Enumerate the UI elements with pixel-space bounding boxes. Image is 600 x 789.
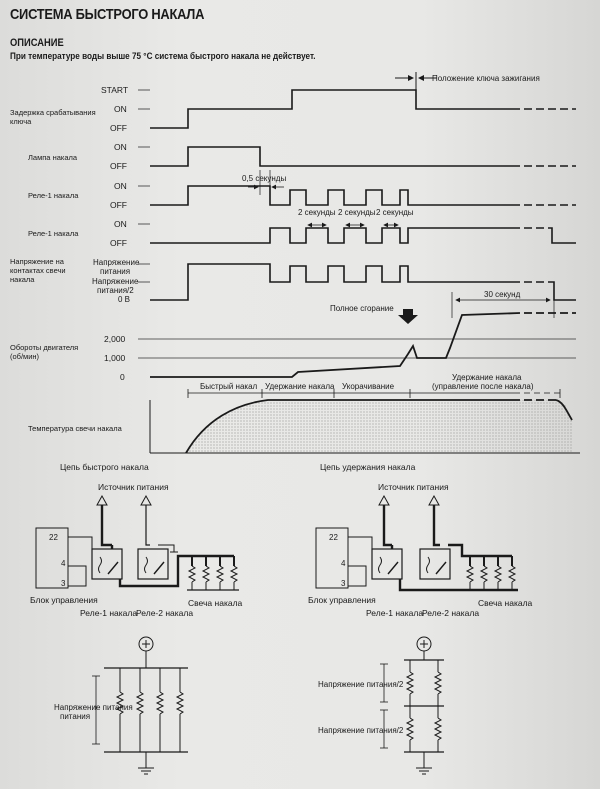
svg-text:Реле-2 накала: Реле-2 накала [422,608,479,618]
svg-text:0: 0 [120,372,125,382]
svg-text:2 секунды: 2 секунды [298,208,336,217]
svg-text:Напряжение питания/2: Напряжение питания/2 [318,726,404,735]
svg-text:Реле-1 накала: Реле-1 накала [28,191,79,200]
level-on: ON [114,104,127,114]
svg-text:Напряжение: Напряжение [93,258,140,267]
row-voltage: Напряжение на контактах свечи накала Нап… [10,257,576,304]
svg-text:22: 22 [49,533,58,542]
svg-text:OFF: OFF [110,238,127,248]
level-start: START [101,85,128,95]
svg-text:ON: ON [114,181,127,191]
svg-text:Напряжение питания/2: Напряжение питания/2 [318,680,404,689]
svg-text:0 В: 0 В [118,295,130,304]
svg-text:4: 4 [341,559,346,568]
ignition-key-label: Положение ключа зажигания [432,74,540,83]
svg-text:питания: питания [100,267,130,276]
description-text: При температуре воды выше 75 °C система … [10,51,316,62]
circuit-fast-title: Цепь быстрого накала [60,462,149,472]
svg-text:Температура свечи накала: Температура свечи накала [28,424,123,433]
circuit-fast: Цепь быстрого накала Источник питания 22… [30,462,243,618]
svg-text:2 секунды: 2 секунды [376,208,414,217]
svg-text:Быстрый накал: Быстрый накал [200,382,258,391]
svg-text:0,5 секунды: 0,5 секунды [242,174,286,183]
svg-text:ON: ON [114,142,127,152]
svg-text:Обороты двигателя: Обороты двигателя [10,343,78,352]
row-rpm: Обороты двигателя (об/мин) 2,000 1,000 0 [10,312,576,382]
svg-text:3: 3 [61,579,66,588]
svg-text:Реле-1 накала: Реле-1 накала [366,608,423,618]
svg-text:Задержка срабатывания: Задержка срабатывания [10,108,96,117]
svg-text:ON: ON [114,219,127,229]
row-temperature: Температура свечи накала [28,399,580,454]
svg-text:Реле-1 накала: Реле-1 накала [28,229,79,238]
svg-text:(управление после накала): (управление после накала) [432,382,534,391]
half-second-annotation: 0,5 секунды [242,170,286,195]
svg-text:Напряжение: Напряжение [92,277,139,286]
svg-text:Источник питания: Источник питания [378,482,449,492]
phase-labels: Быстрый накал Удержание накала Укорачива… [187,373,561,398]
svg-text:Блок управления: Блок управления [30,595,98,605]
equivalent-series: Напряжение питания/2 Напряжение питания/… [318,636,444,775]
svg-text:OFF: OFF [110,200,127,210]
svg-text:Свеча накала: Свеча накала [188,598,243,608]
svg-text:OFF: OFF [110,161,127,171]
level-off: OFF [110,123,127,133]
circuit-hold: Цепь удержания накала Источник питания 2… [308,462,533,618]
svg-text:питания/2: питания/2 [97,286,134,295]
svg-text:2 секунды: 2 секунды [338,208,376,217]
svg-text:Удержание накала: Удержание накала [265,382,335,391]
svg-text:Реле-1 накала: Реле-1 накала [80,608,137,618]
row-lamp: Лампа накала ON OFF [28,142,576,171]
svg-text:питания: питания [60,712,90,721]
svg-text:22: 22 [329,533,338,542]
equivalent-parallel: Напряжение питания питания [54,636,188,775]
svg-text:Укорачивание: Укорачивание [342,382,395,391]
svg-text:контактах свечи: контактах свечи [10,266,66,275]
full-combustion-annotation: Полное сгорание [330,304,418,324]
two-seconds-annotation: 2 секунды 2 секунды 2 секунды [298,208,414,228]
svg-text:2,000: 2,000 [104,334,126,344]
section-heading: ОПИСАНИЕ [10,37,64,49]
svg-text:Напряжение на: Напряжение на [10,257,65,266]
row-key-delay: Задержка срабатывания ключа START ON OFF [10,85,576,133]
row-relay1-b: Реле-1 накала ON OFF [28,219,576,248]
svg-text:4: 4 [61,559,66,568]
svg-text:1,000: 1,000 [104,353,126,363]
svg-text:(об/мин): (об/мин) [10,352,40,361]
svg-text:Удержание накала: Удержание накала [452,373,522,382]
svg-text:Источник питания: Источник питания [98,482,169,492]
svg-text:ключа: ключа [10,117,32,126]
svg-text:Блок управления: Блок управления [308,595,376,605]
svg-text:Полное сгорание: Полное сгорание [330,304,394,313]
svg-text:накала: накала [10,275,35,284]
circuit-hold-title: Цепь удержания накала [320,462,416,472]
page-title: СИСТЕМА БЫСТРОГО НАКАЛА [10,6,205,23]
svg-text:Реле-2 накала: Реле-2 накала [136,608,193,618]
svg-text:Свеча накала: Свеча накала [478,598,533,608]
svg-text:30 секунд: 30 секунд [484,290,521,299]
svg-text:Напряжение питания: Напряжение питания [54,703,133,712]
svg-text:3: 3 [341,579,346,588]
svg-text:Лампа накала: Лампа накала [28,153,78,162]
row-relay1-a: Реле-1 накала ON OFF [28,181,576,210]
ignition-key-marker: Положение ключа зажигания [395,72,540,90]
